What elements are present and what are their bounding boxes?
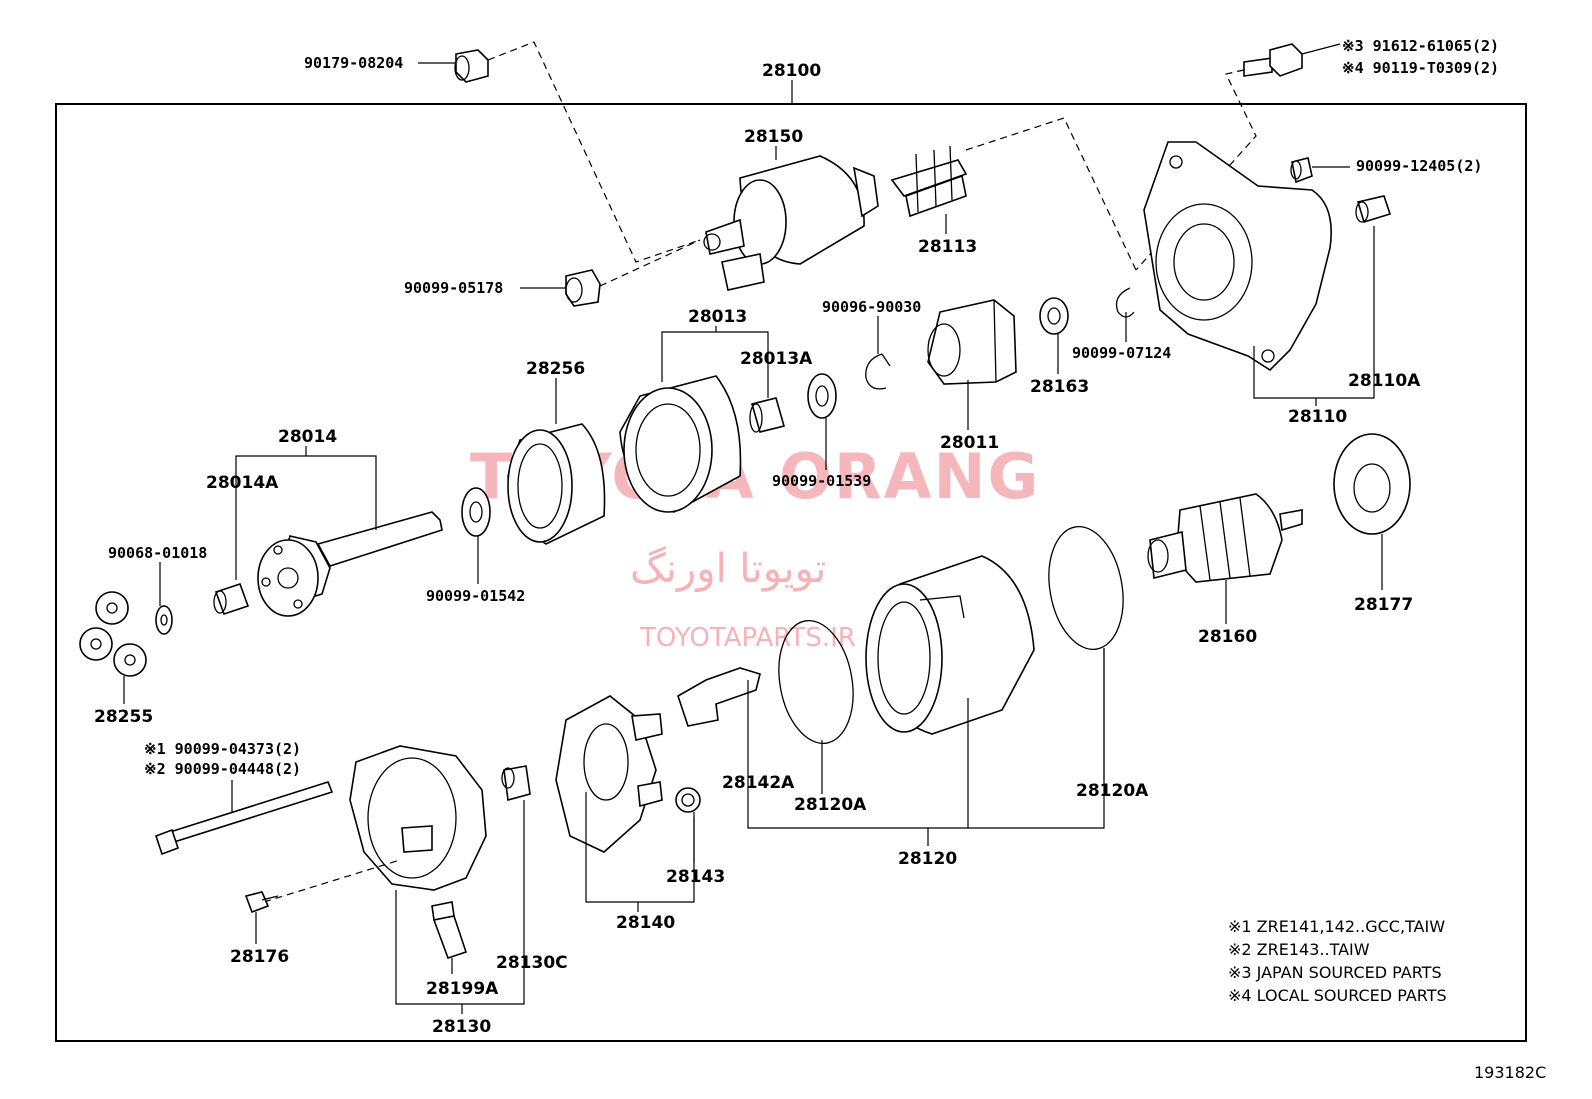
shaft-28014 [257,511,443,617]
label-28140: 28140 [616,913,675,933]
clutch-28011 [927,299,1017,385]
collar-90099-12405 [1290,157,1313,184]
washer-90068-01018 [155,605,173,635]
brush-holder-28140 [555,695,663,853]
label-28100: 28100 [762,61,821,81]
yoke-28013 [619,375,742,513]
label-28142A: 28142A [722,773,795,793]
watermark-persian: تویوتا اورنگ [630,546,826,592]
footnote-3: ※3 JAPAN SOURCED PARTS [1228,963,1442,982]
housing-28110 [1143,141,1332,372]
label-90099-01539: 90099-01539 [772,472,871,490]
label-28120A-right: 28120A [1076,781,1149,801]
label-28255: 28255 [94,707,153,727]
label-28177: 28177 [1354,595,1413,615]
bushing-28014A [213,582,250,616]
label-90096-90030: 90096-90030 [822,298,921,316]
label-28143: 28143 [666,867,725,887]
snap-ring-90099-07124 [1115,287,1135,318]
label-90068-01018: 90068-01018 [108,544,207,562]
figure-code: 193182C [1474,1063,1546,1082]
field-frame-28120 [865,555,1035,735]
label-28120: 28120 [898,849,957,869]
label-28011: 28011 [940,433,999,453]
label-28130C: 28130C [496,953,568,973]
footnote-4: ※4 LOCAL SOURCED PARTS [1228,986,1447,1005]
label-28256: 28256 [526,359,585,379]
end-frame-28130 [349,745,487,891]
o-ring-28120A-left [778,619,854,745]
bushing-28013A [749,397,785,433]
label-91612-61065: ※3 91612-61065(2) [1342,37,1499,55]
label-90099-04373: ※1 90099-04373(2) [144,740,301,758]
label-28014: 28014 [278,427,337,447]
cover-28177 [1333,433,1411,535]
through-bolt-90099-04373 [154,781,334,856]
clip-90096-90030 [865,353,891,390]
ring-gear-28256 [507,423,606,545]
bushing-28130C [501,765,531,802]
bushing-28110A [1355,195,1392,224]
label-28014A: 28014A [206,473,279,493]
label-28013: 28013 [688,307,747,327]
bolt-91612-61065 [1243,43,1303,77]
label-28120A-left: 28120A [794,795,867,815]
washer-28163 [1039,297,1069,335]
label-28160: 28160 [1198,627,1257,647]
footnote-1: ※1 ZRE141,142..GCC,TAIW [1228,917,1445,936]
label-90099-07124: 90099-07124 [1072,344,1171,362]
brush-lead-28142A [677,667,761,727]
washer-90099-01539 [807,373,837,419]
armature-28160 [1147,493,1303,583]
label-28199A: 28199A [426,979,499,999]
label-90099-04448: ※2 90099-04448(2) [144,760,301,778]
footnote-2: ※2 ZRE143..TAIW [1228,940,1370,959]
contact-28113 [890,145,968,218]
label-90179-08204: 90179-08204 [304,54,403,72]
solenoid-28150 [703,155,879,291]
label-90099-01542: 90099-01542 [426,587,525,605]
label-90099-05178: 90099-05178 [404,279,503,297]
label-28163: 28163 [1030,377,1089,397]
label-28113: 28113 [918,237,977,257]
assembly-frame [55,103,1527,1042]
nut-90179-08204 [454,49,489,83]
label-28150: 28150 [744,127,803,147]
planetary-gears-28255 [79,591,147,677]
label-90119-T0309: ※4 90119-T0309(2) [1342,59,1499,77]
watermark-site: TOYOTAPARTS.IR [639,623,856,653]
o-ring-28120A-right [1048,525,1124,651]
spring-28143 [675,787,701,813]
screw-28176 [244,891,279,914]
label-90099-12405: 90099-12405(2) [1356,157,1482,175]
label-28176: 28176 [230,947,289,967]
label-28130: 28130 [432,1017,491,1037]
label-28110: 28110 [1288,407,1347,427]
label-28013A: 28013A [740,349,813,369]
pin-28199A [431,901,468,960]
label-28110A: 28110A [1348,371,1421,391]
collar-90099-05178 [565,269,601,307]
washer-90099-01542 [461,487,491,537]
